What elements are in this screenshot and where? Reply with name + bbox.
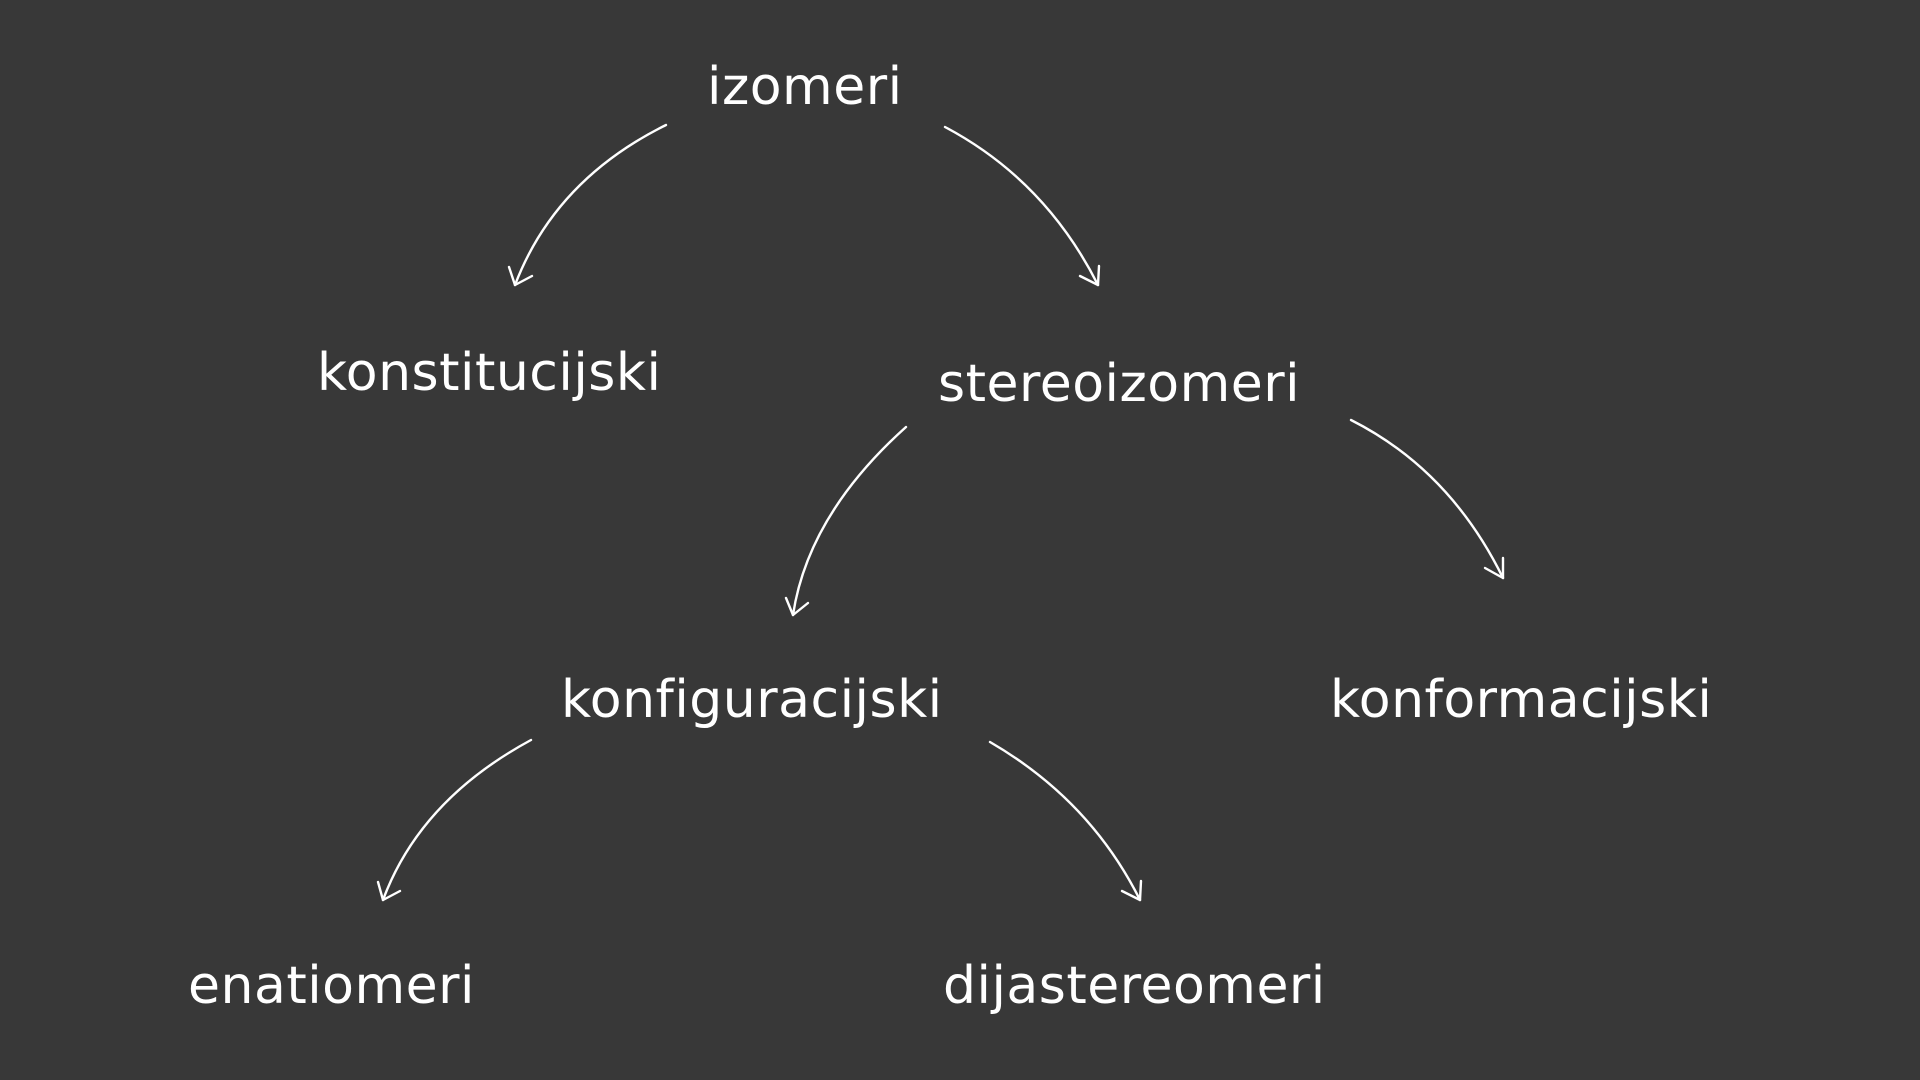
arrow-stereoizomeri-konformacijski xyxy=(1349,418,1505,580)
node-izomeri: izomeri xyxy=(707,57,903,117)
arrow-konfiguracijski-enatiomeri xyxy=(376,738,533,902)
node-stereoizomeri: stereoizomeri xyxy=(938,354,1301,414)
arrow-izomeri-stereoizomeri xyxy=(943,125,1101,287)
arrow-izomeri-konstitucijski xyxy=(507,123,668,287)
node-konformacijski: konformacijski xyxy=(1330,670,1713,730)
node-dijastereomeri: dijastereomeri xyxy=(943,956,1326,1016)
arrow-stereoizomeri-konfiguracijski xyxy=(784,425,908,617)
node-konfiguracijski: konfiguracijski xyxy=(561,670,943,730)
node-konstitucijski: konstitucijski xyxy=(317,343,662,403)
arrow-konfiguracijski-dijastereomeri xyxy=(988,740,1143,902)
node-enatiomeri: enatiomeri xyxy=(188,956,475,1016)
